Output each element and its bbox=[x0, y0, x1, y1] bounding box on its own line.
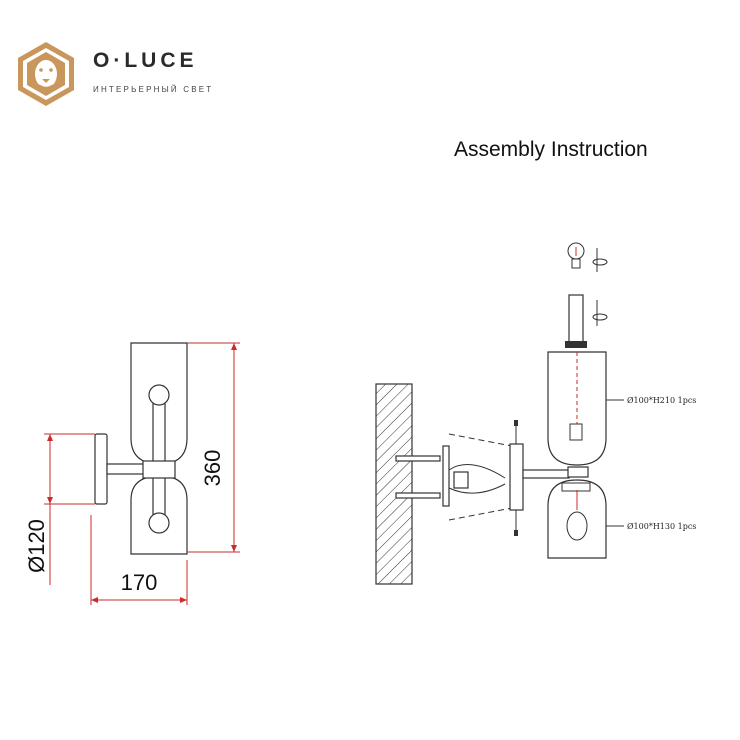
diameter-dimension: Ø120 bbox=[24, 519, 49, 573]
page-title: Assembly Instruction bbox=[454, 138, 648, 161]
rotate-arrow-icon bbox=[592, 248, 608, 272]
terminal-block bbox=[453, 471, 469, 489]
assembly-arm bbox=[522, 469, 570, 479]
brand-name: O·LUCE bbox=[93, 49, 198, 72]
mounting-plate bbox=[442, 445, 450, 507]
height-dimension: 360 bbox=[200, 450, 225, 487]
coupling bbox=[142, 460, 176, 479]
wall-hatch-icon bbox=[375, 383, 413, 585]
upper-bulb bbox=[148, 384, 170, 406]
upper-shade-callout: Ø100*H210 1pcs bbox=[627, 396, 696, 405]
width-dimension: 170 bbox=[121, 570, 158, 595]
screw-icon bbox=[395, 492, 441, 499]
lion-head-hexagon-icon bbox=[18, 42, 74, 106]
screw-icon bbox=[395, 455, 441, 462]
rotate-arrow-icon bbox=[592, 300, 608, 326]
canopy bbox=[509, 443, 524, 511]
lower-shade-callout: Ø100*H130 1pcs bbox=[627, 522, 696, 531]
socket-tube bbox=[568, 294, 584, 344]
brand-tagline: ИНТЕРЬЕРНЫЙ СВЕТ bbox=[93, 85, 214, 94]
light-bulb-icon bbox=[567, 242, 585, 269]
lower-bulb bbox=[148, 512, 170, 534]
